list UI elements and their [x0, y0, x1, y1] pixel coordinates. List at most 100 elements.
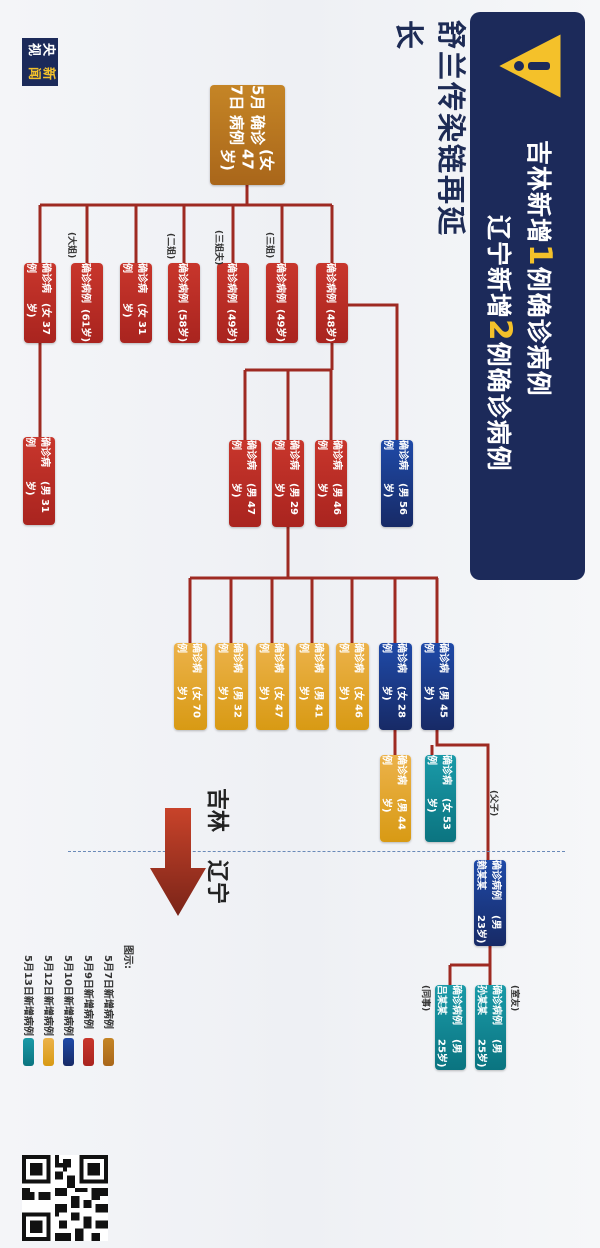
legend-title: 图示: — [122, 945, 133, 969]
headline-liaoning: 辽宁新增2例确诊病例 — [482, 215, 518, 515]
case-label: 确诊病例 吕某某 — [435, 985, 462, 1025]
case-label: 确诊病例 — [24, 437, 50, 467]
relation-label: (三姐夫) — [213, 230, 223, 266]
index-case-box: 5月7日确诊病例 (女 47岁) — [210, 85, 285, 185]
case-info: (女 70岁) — [175, 686, 202, 719]
case-label: 确诊病例 赖某某 — [475, 860, 501, 900]
relation-label: (二姐) — [165, 233, 175, 260]
headline-text: 辽宁新增 — [484, 215, 513, 320]
case-box: 确诊病例 (男 45岁) — [421, 643, 454, 730]
relation-label: (同事) — [420, 985, 430, 1012]
case-box: 确诊病例 赖某某 (男 23岁) — [474, 860, 506, 946]
case-info: (男 32岁) — [216, 686, 243, 719]
case-box: 确诊病例 (男 56岁) — [381, 440, 413, 527]
legend-label: 5月7日新增病例 — [102, 955, 113, 1029]
case-label: 确诊病例 — [274, 263, 286, 304]
case-info: (男 23岁) — [475, 914, 501, 944]
case-info: (男 45岁) — [422, 686, 449, 719]
case-box: 确诊病例 (女 47岁) — [256, 643, 289, 730]
logo-line2: 新闻 — [26, 67, 56, 81]
case-label: 确诊病例 — [297, 643, 324, 673]
case-box: 确诊病例(女 53岁) — [425, 755, 456, 842]
case-box: 确诊病例(男 46岁) — [315, 440, 347, 527]
case-box: 确诊病例 (男 44岁) — [380, 755, 411, 842]
case-label: 确诊病例 — [422, 643, 449, 673]
case-info: (男 47岁) — [230, 483, 256, 516]
case-label: 确诊病例 — [337, 643, 364, 673]
case-label: 确诊病例 — [230, 440, 256, 470]
headline-text: 吉林新增 — [524, 140, 553, 245]
relation-label: (室友) — [509, 985, 519, 1012]
case-info: (女 31岁) — [121, 303, 147, 336]
case-box: 确诊病例 (男 47岁) — [229, 440, 261, 527]
case-box: 确诊病例 (男 31岁) — [23, 437, 55, 525]
case-info: (男 25岁) — [475, 1039, 502, 1068]
down-arrow-icon — [150, 808, 206, 916]
case-info: (男 25岁) — [435, 1039, 462, 1068]
case-label: 确诊病例 — [273, 440, 299, 470]
region-liaoning: 辽宁 — [204, 860, 229, 905]
case-box: 确诊病例 (61岁) — [71, 263, 103, 343]
case-label: 确诊病例 — [324, 263, 336, 304]
case-info: (49岁) — [274, 309, 286, 343]
region-jilin: 吉林 — [204, 788, 229, 833]
case-info: (女 46岁) — [337, 686, 364, 719]
case-box: 确诊病例 (女 46岁) — [336, 643, 369, 730]
case-info: (女 47岁) — [218, 149, 276, 172]
case-label: 确诊病例 — [121, 263, 147, 293]
case-box: 确诊病例 (女 70岁) — [174, 643, 207, 730]
case-box: 确诊病例(58岁) — [168, 263, 200, 343]
case-info: (男 46岁) — [316, 483, 342, 516]
case-box: 确诊病例 吕某某 (男 25岁) — [435, 985, 466, 1070]
case-label: 确诊病例 孙某某 — [475, 985, 502, 1025]
case-label: 确诊病例 — [225, 263, 237, 304]
case-box: 确诊病例 (女 31岁) — [120, 263, 152, 343]
relation-label: (大姐) — [66, 232, 76, 259]
case-label: 确诊病例 — [380, 755, 407, 785]
case-label: 确诊病例 — [257, 643, 284, 673]
legend-label: 5月13日新增病例 — [22, 955, 33, 1036]
case-info: (女 47岁) — [257, 686, 284, 719]
case-label: 确诊病例 — [79, 263, 91, 304]
case-box: 确诊病例 (男 32岁) — [215, 643, 248, 730]
case-info: (男 41岁) — [297, 686, 324, 719]
case-info: (61岁) — [79, 309, 91, 343]
case-label: 确诊病例 — [175, 643, 202, 673]
headline-number: 1 — [522, 244, 558, 267]
case-label: 确诊病例 — [176, 263, 188, 304]
headline-text: 例确诊病例 — [524, 266, 553, 397]
case-label: 确诊病例 — [216, 643, 243, 673]
logo-line1: 央视 — [26, 43, 56, 57]
legend-label: 5月12日新增病例 — [42, 955, 53, 1036]
case-info: (男 31岁) — [24, 480, 50, 513]
case-date: 5月7日 — [227, 85, 267, 111]
case-label: 确诊病例 — [382, 440, 408, 470]
case-box: 确诊病例 孙某某 (男 25岁) — [475, 985, 506, 1070]
case-box: 确诊病例 (女 28岁) — [379, 643, 412, 730]
case-box: 确诊病例(女 37岁) — [24, 263, 56, 343]
legend-swatch — [43, 1038, 54, 1066]
case-info: (49岁) — [225, 309, 237, 343]
warning-icon — [494, 30, 564, 102]
headline-text: 例确诊病例 — [484, 341, 513, 472]
case-label: 确诊病例 — [380, 643, 407, 673]
cctv-news-logo: 央视新闻 — [22, 38, 58, 86]
case-info: (男 44岁) — [380, 798, 407, 831]
legend-label: 5月10日新增病例 — [62, 955, 73, 1036]
case-info: (女 53岁) — [425, 798, 452, 831]
headline-number: 2 — [482, 319, 518, 342]
headline-banner — [470, 12, 585, 580]
headline-jilin: 吉林新增1例确诊病例 — [522, 140, 558, 440]
legend-label: 5月9日新增病例 — [82, 955, 93, 1029]
case-info: (男 29岁) — [273, 483, 299, 516]
case-box: 确诊病例 (49岁) — [266, 263, 298, 343]
relation-label: (父子) — [488, 790, 498, 817]
legend-swatch — [63, 1038, 74, 1066]
case-box: 确诊病例 (男 41岁) — [296, 643, 329, 730]
case-label: 确诊病例 — [227, 114, 267, 145]
legend-swatch — [103, 1038, 114, 1066]
case-info: (男 56岁) — [382, 483, 408, 516]
case-box: 确诊病例(48岁) — [316, 263, 348, 343]
case-info: (女 28岁) — [380, 686, 407, 719]
